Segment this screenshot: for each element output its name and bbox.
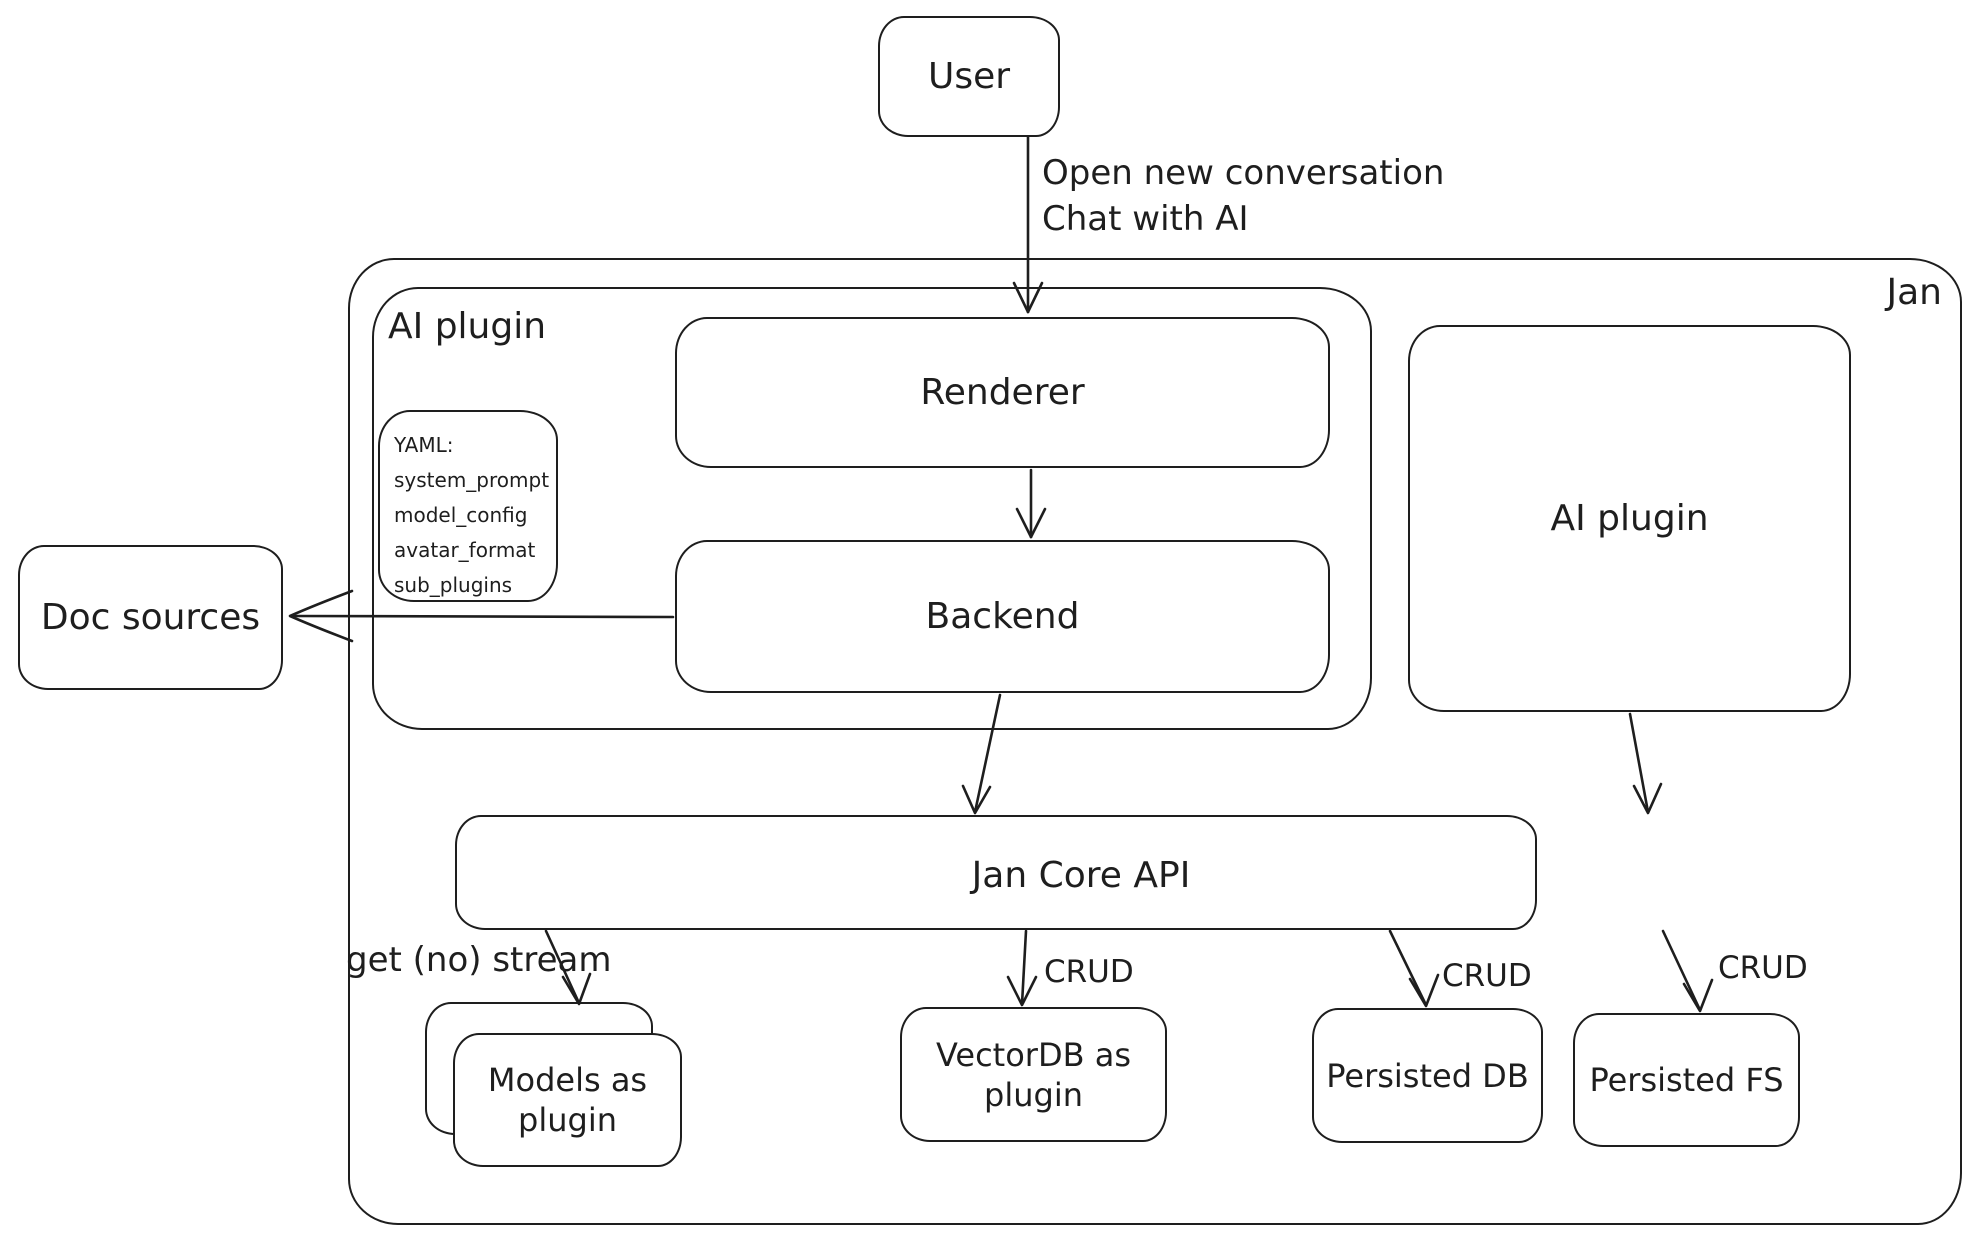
node-backend-label: Backend bbox=[925, 596, 1080, 637]
node-models-as-plugin-label: Models as plugin bbox=[487, 1061, 648, 1139]
node-renderer: Renderer bbox=[675, 317, 1330, 468]
edge-label-get-no-stream: get (no) stream bbox=[346, 940, 612, 980]
node-user-label: User bbox=[927, 56, 1011, 97]
jan-container-label: Jan bbox=[1886, 272, 1943, 313]
edge-label-crud-persisted-db: CRUD bbox=[1442, 958, 1532, 994]
node-vectordb-as-plugin: VectorDB as plugin bbox=[900, 1007, 1167, 1142]
node-vectordb-as-plugin-label: VectorDB as plugin bbox=[935, 1035, 1131, 1114]
node-jan-core-api bbox=[455, 815, 1537, 930]
node-persisted-fs: Persisted FS bbox=[1573, 1013, 1800, 1147]
ai-plugin-container-label: AI plugin bbox=[388, 306, 547, 347]
edge-label-crud-vectordb: CRUD bbox=[1044, 954, 1134, 990]
node-renderer-label: Renderer bbox=[920, 372, 1085, 413]
yaml-note: YAML: system_prompt model_config avatar_… bbox=[378, 410, 558, 602]
edge-label-crud-persisted-fs: CRUD bbox=[1718, 950, 1808, 986]
node-doc-sources: Doc sources bbox=[18, 545, 283, 690]
node-ai-plugin-right: AI plugin bbox=[1408, 325, 1851, 712]
node-jan-core-api-label: Jan Core API bbox=[971, 855, 1191, 896]
node-persisted-db: Persisted DB bbox=[1312, 1008, 1543, 1143]
jan-container-box bbox=[348, 258, 1962, 1225]
node-models-as-plugin: Models as plugin bbox=[453, 1033, 682, 1167]
node-doc-sources-label: Doc sources bbox=[40, 597, 261, 638]
node-user: User bbox=[878, 16, 1060, 137]
node-ai-plugin-right-label: AI plugin bbox=[1550, 498, 1709, 539]
node-persisted-db-label: Persisted DB bbox=[1326, 1056, 1529, 1095]
ai-plugin-container-box bbox=[372, 287, 1372, 730]
node-backend: Backend bbox=[675, 540, 1330, 693]
node-persisted-fs-label: Persisted FS bbox=[1589, 1061, 1784, 1099]
edge-label-open-conversation: Open new conversation Chat with AI bbox=[1042, 153, 1445, 239]
